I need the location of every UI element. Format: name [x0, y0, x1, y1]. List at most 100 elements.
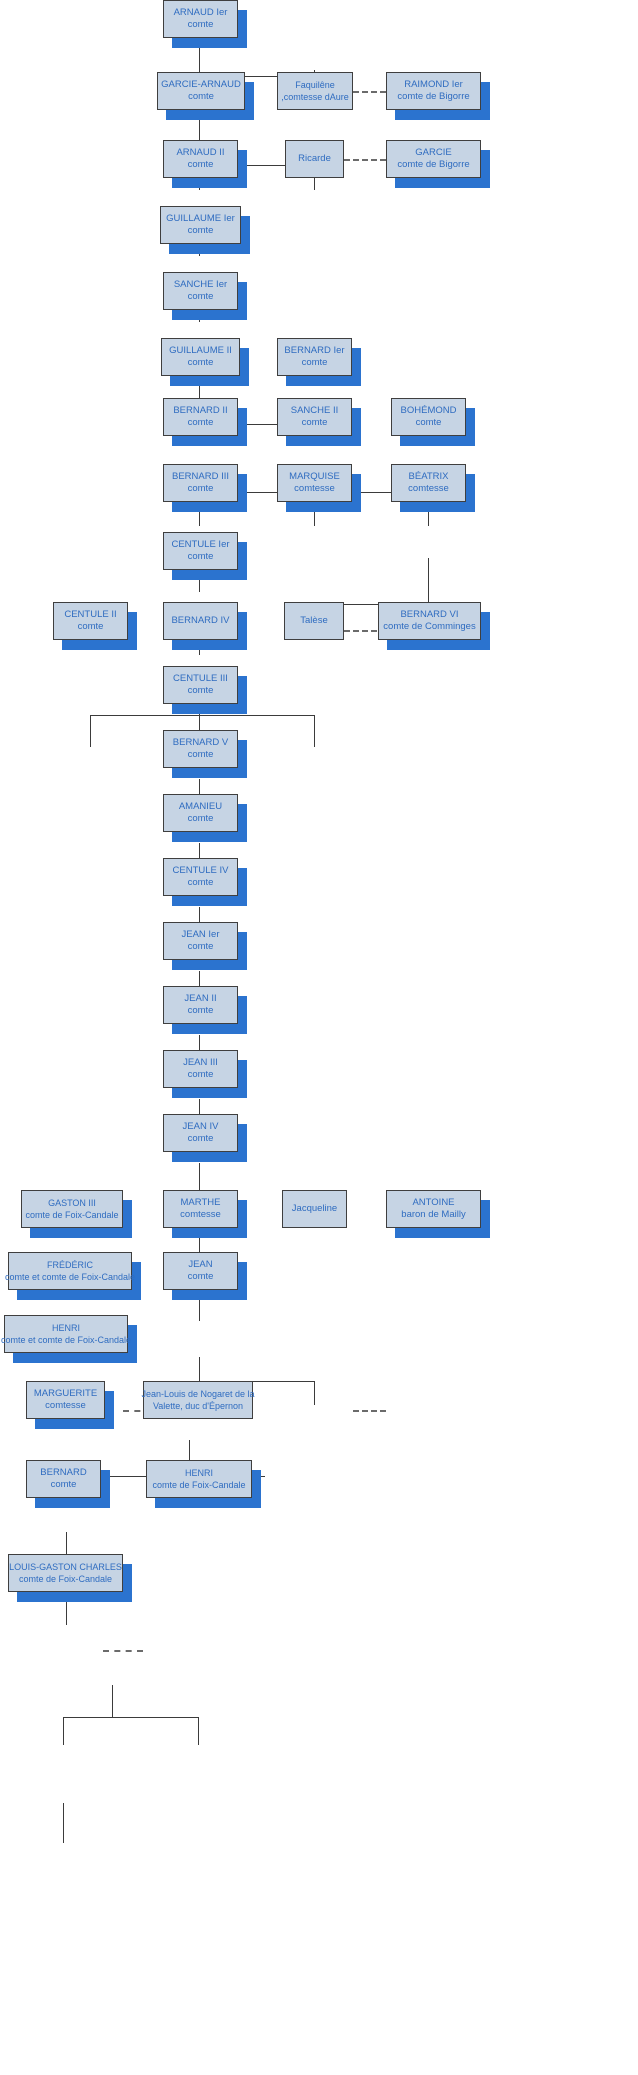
node-title: comte de Comminges	[383, 621, 476, 632]
node-title: comte	[50, 1479, 77, 1490]
node-ricarde[interactable]: Ricarde	[285, 140, 344, 178]
node-title: comte	[301, 417, 328, 428]
node-title: comtesse	[294, 483, 335, 494]
node-title: comte	[187, 1133, 214, 1144]
node-name: CENTULE II	[64, 609, 117, 620]
marriage-connector	[353, 1410, 386, 1412]
node-title: comte de Bigorre	[397, 159, 470, 170]
node-title: comte	[188, 91, 214, 102]
node-jacqueline[interactable]: Jacqueline	[282, 1190, 347, 1228]
node-title: comte	[187, 159, 214, 170]
node-name: BERNARD III	[171, 471, 229, 482]
node-name: BERNARD II	[173, 405, 228, 416]
node-title: comte	[187, 551, 214, 562]
node-name: Jean-Louis de Nogaret de la	[141, 1389, 255, 1399]
node-name: HENRI	[184, 1468, 213, 1478]
marriage-connector	[103, 1650, 143, 1652]
node-name: LOUIS-GASTON CHARLES	[9, 1562, 122, 1572]
node-name: GARCIE	[415, 147, 452, 158]
node-title: comte	[415, 417, 442, 428]
connector	[199, 1291, 200, 1321]
connector	[66, 1532, 67, 1562]
connector	[199, 1381, 315, 1382]
node-title: comte et comte de Foix-Candale	[4, 1272, 136, 1282]
marriage-connector	[344, 630, 386, 632]
node-name: Ricarde	[298, 153, 331, 164]
node-name: RAIMOND Ier	[404, 79, 463, 90]
node-title: comte	[187, 483, 214, 494]
node-name: BOHÉMOND	[400, 405, 457, 416]
node-title: comte	[187, 941, 214, 952]
node-name: MARGUERITE	[33, 1388, 98, 1399]
connector	[63, 1717, 64, 1745]
connector	[66, 1595, 67, 1625]
node-title: comte	[187, 1005, 214, 1016]
node-name: SANCHE II	[290, 405, 339, 416]
node-name: AMANIEU	[178, 801, 223, 812]
node-title: comte	[187, 1069, 214, 1080]
node-name: JEAN	[188, 1259, 213, 1270]
node-title: comte	[187, 1271, 214, 1282]
node-name: ARNAUD II	[176, 147, 225, 158]
connector	[199, 165, 315, 166]
node-talese[interactable]: Talèse	[284, 602, 344, 640]
node-title: comte	[301, 357, 328, 368]
marriage-connector	[344, 159, 386, 161]
node-name: BERNARD	[40, 1467, 87, 1478]
connector	[199, 38, 200, 76]
node-name: ANTOINE	[412, 1197, 455, 1208]
node-name: GARCIE-ARNAUD	[161, 79, 241, 90]
connector	[199, 356, 200, 428]
node-title: ,comtesse dAure	[281, 92, 349, 102]
node-name: BÉATRIX	[408, 471, 449, 482]
node-faquilene[interactable]: Faquilêne,comtesse dAure	[277, 72, 353, 110]
connector	[199, 424, 315, 425]
node-title: comte	[187, 19, 214, 30]
node-title: comte	[187, 357, 214, 368]
node-bernard4[interactable]: BERNARD IV	[163, 602, 238, 640]
connector	[189, 1440, 190, 1476]
node-name: MARTHE	[180, 1197, 221, 1208]
node-title: comte	[77, 621, 104, 632]
connector	[199, 76, 315, 77]
node-title: comte	[187, 813, 214, 824]
node-name: HENRI	[51, 1323, 80, 1333]
